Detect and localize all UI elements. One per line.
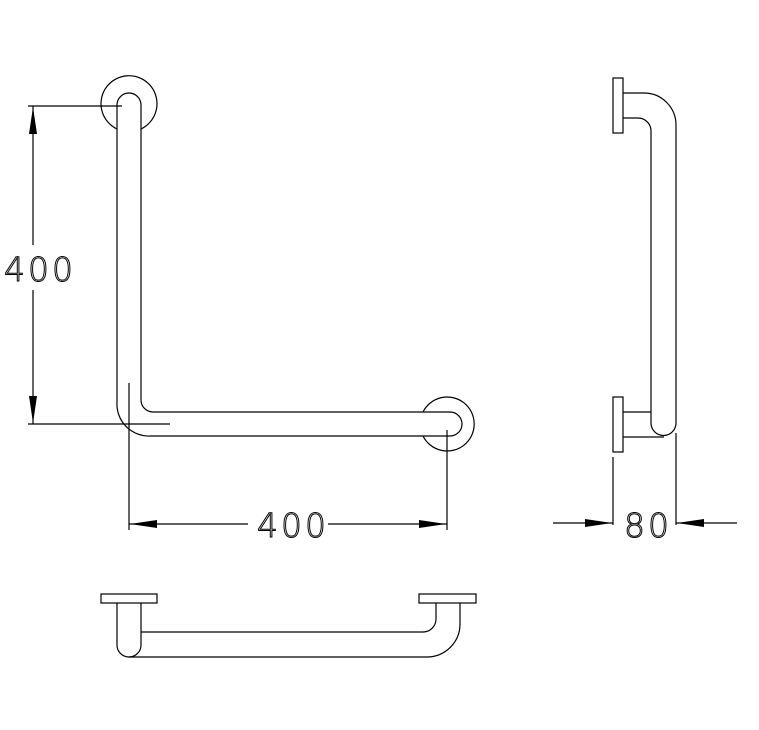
arrowhead: [29, 396, 37, 423]
top-view-tube-inner: [128, 603, 437, 658]
front-view: 400 400: [4, 75, 475, 546]
top-view: [100, 593, 477, 658]
right-flange: [418, 593, 477, 604]
arrowhead: [130, 520, 157, 528]
top-wall-flange: [100, 75, 158, 130]
top-view-tube: [116, 603, 461, 658]
depth-dimension-label: 80: [624, 506, 672, 545]
height-dimension-label: 400: [4, 250, 76, 289]
side-view: 80: [553, 77, 737, 546]
bottom-flange: [612, 396, 624, 453]
arrowhead: [419, 520, 446, 528]
left-flange: [100, 593, 158, 604]
arrowhead: [677, 519, 704, 527]
arrowhead: [585, 519, 612, 527]
top-flange: [612, 77, 624, 134]
right-wall-flange: [422, 396, 475, 452]
l-shaped-tube: [116, 92, 463, 437]
side-tube: [623, 92, 677, 437]
width-dimension-label: 400: [257, 506, 329, 545]
arrowhead: [29, 107, 37, 134]
